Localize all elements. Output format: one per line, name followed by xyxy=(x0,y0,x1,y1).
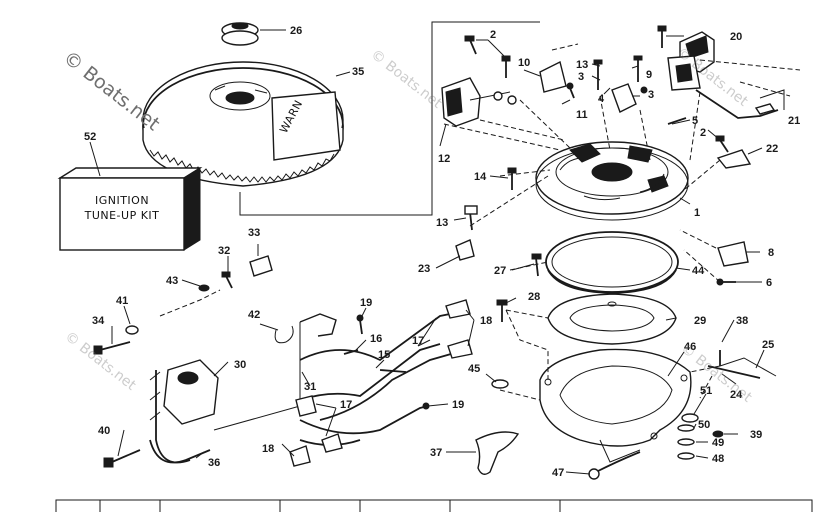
retainer-ring-part xyxy=(545,231,679,294)
callout-2-a: 2 xyxy=(490,29,496,41)
callout-52: 52 xyxy=(84,131,96,143)
callout-16: 16 xyxy=(370,333,382,345)
callout-3-b: 3 xyxy=(648,89,654,101)
callout-14: 14 xyxy=(474,171,487,183)
callout-45: 45 xyxy=(468,363,480,375)
callout-44: 44 xyxy=(692,265,705,277)
callout-23: 23 xyxy=(418,263,430,275)
callout-48: 48 xyxy=(712,453,724,465)
callout-36: 36 xyxy=(208,457,220,469)
callout-47: 47 xyxy=(552,467,564,479)
callout-33: 33 xyxy=(248,227,260,239)
callout-20: 20 xyxy=(730,31,742,43)
callout-19-b: 19 xyxy=(452,399,464,411)
callout-18-a: 18 xyxy=(480,315,492,327)
callout-11: 11 xyxy=(576,109,588,121)
callout-numbers: 26 35 52 2 20 10 13 3 9 11 4 3 21 5 2 22… xyxy=(84,25,800,479)
callout-39: 39 xyxy=(750,429,762,441)
callout-18-b: 18 xyxy=(262,443,274,455)
callout-42: 42 xyxy=(248,309,260,321)
callout-40: 40 xyxy=(98,425,110,437)
callout-34: 34 xyxy=(92,315,105,327)
wiring-harness-part xyxy=(289,299,473,467)
callout-4: 4 xyxy=(598,93,605,105)
callout-25: 25 xyxy=(762,339,774,351)
watermark-4: © Boats.net xyxy=(62,329,140,395)
callout-30: 30 xyxy=(234,359,246,371)
callout-2-b: 2 xyxy=(700,127,706,139)
callout-5: 5 xyxy=(692,115,698,127)
callout-41: 41 xyxy=(116,295,128,307)
callout-13-a: 13 xyxy=(576,59,588,71)
breaker-point-bracket xyxy=(441,77,517,127)
armature-plate-part xyxy=(535,141,689,221)
callout-17-b: 17 xyxy=(340,399,352,411)
bracket-plate-part xyxy=(539,348,692,463)
callout-31: 31 xyxy=(304,381,316,393)
support-plate-part xyxy=(547,293,677,345)
callout-22: 22 xyxy=(766,143,778,155)
callout-21: 21 xyxy=(788,115,800,127)
callout-49: 49 xyxy=(712,437,724,449)
callout-37: 37 xyxy=(430,447,442,459)
callout-10: 10 xyxy=(518,57,530,69)
ignition-coil-part xyxy=(667,31,801,119)
callout-32: 32 xyxy=(218,245,230,257)
callout-9: 9 xyxy=(646,69,652,81)
grommet-part xyxy=(221,22,259,46)
callout-29: 29 xyxy=(694,315,706,327)
kit-label-line2: TUNE-UP KIT xyxy=(84,209,160,222)
callout-17-a: 17 xyxy=(412,335,424,347)
callout-1: 1 xyxy=(694,207,700,219)
callout-51: 51 xyxy=(700,385,712,397)
callout-35: 35 xyxy=(352,66,364,78)
callout-38: 38 xyxy=(736,315,748,327)
callout-3-a: 3 xyxy=(578,71,584,83)
callout-24: 24 xyxy=(730,389,743,401)
callout-28: 28 xyxy=(528,291,540,303)
watermark-1: © Boats.net xyxy=(59,47,164,136)
callout-8: 8 xyxy=(768,247,774,259)
callout-12: 12 xyxy=(438,153,450,165)
ignition-tune-up-kit-box: IGNITION TUNE-UP KIT xyxy=(57,167,203,251)
footer-table xyxy=(55,499,813,512)
callout-46: 46 xyxy=(684,341,696,353)
callout-26: 26 xyxy=(290,25,302,37)
callout-15: 15 xyxy=(378,349,390,361)
watermark-2: © Boats.net xyxy=(368,47,446,113)
callout-50: 50 xyxy=(698,419,710,431)
callout-19-a: 19 xyxy=(360,297,372,309)
callout-27: 27 xyxy=(494,265,506,277)
ignition-coil-lower-part xyxy=(149,359,219,464)
callout-6: 6 xyxy=(766,277,772,289)
kit-label-line1: IGNITION xyxy=(95,194,149,207)
callout-13-b: 13 xyxy=(436,217,448,229)
callout-43: 43 xyxy=(166,275,178,287)
leader-lines xyxy=(89,29,785,475)
throttle-cam-part xyxy=(475,431,520,475)
